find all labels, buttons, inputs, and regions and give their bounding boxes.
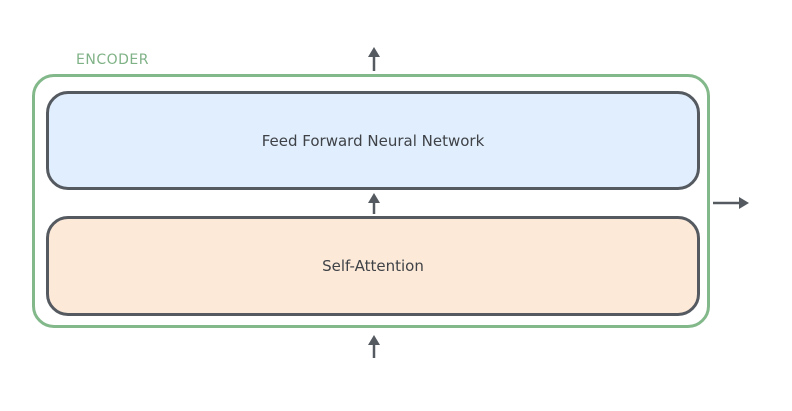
self-attention-layer: Self-Attention (46, 216, 700, 316)
self-attention-to-ffnn-arrow-icon (368, 193, 380, 214)
self-attention-label: Self-Attention (322, 257, 424, 275)
encoder-label: ENCODER (76, 52, 149, 68)
encoder-output-right-arrow-icon (713, 197, 749, 209)
encoder-box (32, 74, 710, 328)
feed-forward-label: Feed Forward Neural Network (261, 131, 485, 150)
input-arrow-icon (368, 335, 380, 358)
output-arrow-icon (368, 47, 380, 71)
feed-forward-layer: Feed Forward Neural Network (46, 91, 700, 190)
